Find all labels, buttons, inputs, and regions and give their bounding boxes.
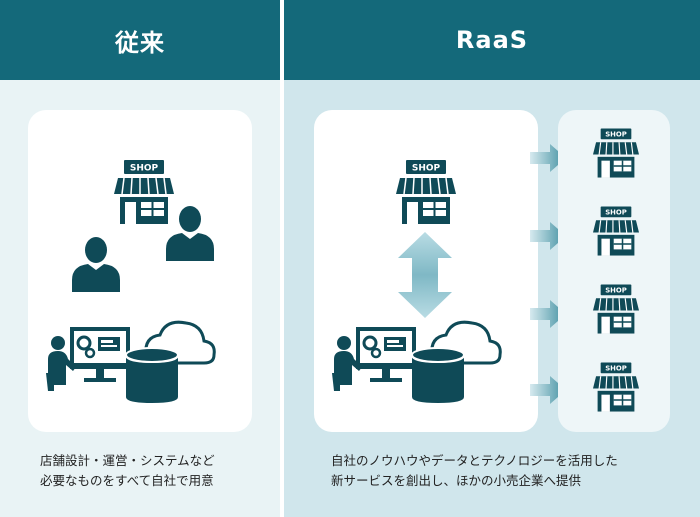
shop-icon: SHOP	[593, 362, 639, 412]
database-icon	[411, 347, 465, 403]
person-icon	[166, 205, 214, 261]
shop-sign-text: SHOP	[130, 164, 159, 174]
right-caption-line1: 自社のノウハウやデータとテクノロジーを活用した	[331, 453, 618, 468]
shop-sign-text: SHOP	[605, 209, 627, 217]
shop-icon: SHOP	[593, 206, 639, 256]
system-illustration	[332, 315, 502, 403]
right-arrow-icon	[530, 300, 566, 328]
left-card: SHOP	[28, 110, 252, 432]
right-title: RaaS	[455, 26, 529, 54]
left-caption: 店舗設計・運営・システムなど 必要なものをすべて自社で用意	[40, 451, 270, 491]
left-caption-line1: 店舗設計・運営・システムなど	[40, 453, 215, 468]
shop-sign-text: SHOP	[412, 164, 441, 174]
system-illustration	[46, 315, 216, 403]
shop-icon: SHOP	[396, 160, 456, 224]
right-arrow-icon	[530, 144, 566, 172]
monitor-icon	[356, 327, 416, 382]
shop-sign-text: SHOP	[605, 131, 627, 139]
database-icon	[125, 347, 179, 403]
shop-sign-text: SHOP	[605, 287, 627, 295]
shop-icon: SHOP	[593, 128, 639, 178]
left-title: 従来	[115, 28, 165, 57]
operator-icon	[332, 336, 362, 391]
right-card: SHOP	[314, 110, 538, 432]
right-header: RaaS	[284, 0, 700, 80]
shop-sign-text: SHOP	[605, 365, 627, 373]
left-header: 従来	[0, 0, 280, 80]
right-panel: RaaS SHOP	[284, 0, 700, 517]
operator-icon	[46, 336, 76, 391]
right-caption-line2: 新サービスを創出し、ほかの小売企業へ提供	[331, 473, 582, 488]
right-caption: 自社のノウハウやデータとテクノロジーを活用した 新サービスを創出し、ほかの小売企…	[331, 451, 691, 491]
shop-icon: SHOP	[593, 284, 639, 334]
stores-card: SHOP SHOP	[558, 110, 670, 432]
shop-icon: SHOP	[114, 160, 174, 224]
monitor-icon	[70, 327, 130, 382]
person-icon	[72, 236, 120, 292]
right-arrow-icon	[530, 222, 566, 250]
left-panel: 従来 SHOP	[0, 0, 280, 517]
left-caption-line2: 必要なものをすべて自社で用意	[40, 473, 214, 488]
right-arrow-icon	[530, 376, 566, 404]
bidirectional-arrow-icon	[398, 232, 452, 318]
